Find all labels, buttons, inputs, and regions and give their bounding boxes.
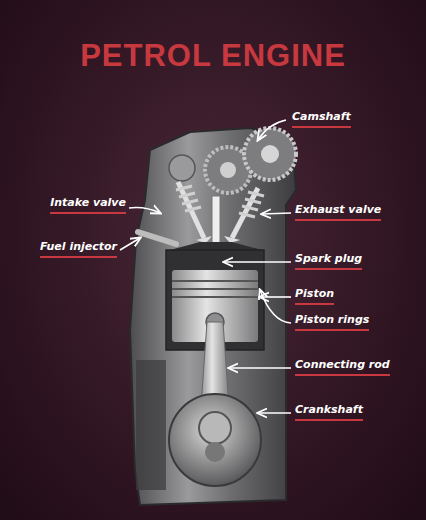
leader-line (262, 213, 291, 214)
crankshaft (169, 394, 261, 486)
part-label: Spark plug (295, 252, 362, 270)
intake-valve (176, 182, 212, 243)
cam-lobe (169, 155, 195, 181)
cam-hub (220, 162, 236, 178)
exhaust-valve (224, 188, 264, 243)
leader-line (120, 238, 140, 250)
fuel-injector (138, 232, 176, 244)
crank-journal (205, 442, 225, 462)
engine-block (130, 128, 296, 505)
leader-line (129, 208, 160, 213)
part-label: Connecting rod (295, 358, 390, 376)
combustion-chamber (170, 242, 262, 250)
leader-line (260, 296, 291, 298)
part-label: Piston rings (295, 313, 369, 331)
diagram-title: PETROL ENGINE (0, 38, 426, 74)
leader-line (224, 261, 291, 263)
part-label: Camshaft (292, 110, 351, 128)
block-shadow (136, 360, 166, 490)
spark-plug (212, 196, 220, 246)
cam-hub (261, 145, 279, 163)
cam-gear (244, 128, 296, 180)
crank-pin (199, 412, 231, 444)
part-label: Crankshaft (295, 403, 363, 421)
part-label: Intake valve (50, 196, 126, 214)
leader-line (229, 367, 291, 369)
part-label: Piston (295, 287, 334, 305)
leader-line (258, 120, 286, 140)
leader-line (260, 290, 291, 323)
piston-rings (172, 281, 258, 297)
part-label: Fuel injector (40, 240, 117, 258)
part-label: Exhaust valve (295, 203, 381, 221)
leader-line (258, 412, 291, 414)
